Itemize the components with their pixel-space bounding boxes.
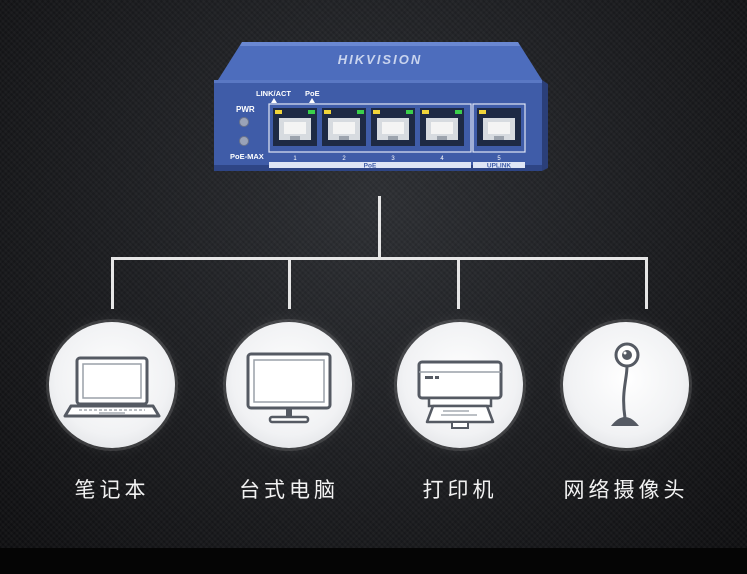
port-5-uplink[interactable]	[477, 108, 521, 146]
poe-max-led	[239, 136, 249, 146]
port-3[interactable]	[371, 108, 415, 146]
port-number-3: 3	[391, 156, 395, 162]
port-2[interactable]	[322, 108, 366, 146]
port-number-5: 5	[497, 156, 501, 162]
link-act-label: LINK/ACT	[256, 89, 291, 98]
desktop-monitor-icon	[246, 352, 332, 424]
port-number-2: 2	[342, 156, 346, 162]
device-label-webcam: 网络摄像头	[563, 478, 689, 502]
drop-line-laptop	[111, 257, 114, 309]
device-printer	[397, 322, 523, 448]
device-laptop	[49, 322, 175, 448]
port-4[interactable]	[420, 108, 464, 146]
poe-group-label: PoE	[364, 163, 377, 170]
poe-switch: HIKVISION PWR PoE-MAX LINK/ACT PoE	[212, 38, 548, 173]
drop-line-desktop	[288, 257, 291, 309]
port-number-1: 1	[293, 156, 297, 162]
brand-logo: HIKVISION	[338, 52, 422, 67]
uplink-group-bar	[473, 162, 525, 168]
trunk-line	[378, 196, 381, 260]
drop-line-printer	[457, 257, 460, 309]
branch-line	[111, 257, 648, 260]
device-label-desktop: 台式电脑	[239, 478, 339, 502]
poe-group-bar	[269, 162, 471, 168]
port-1[interactable]	[273, 108, 317, 146]
drop-line-webcam	[645, 257, 648, 309]
device-label-printer: 打印机	[422, 478, 498, 502]
bottom-band	[0, 548, 747, 574]
webcam-icon	[611, 342, 640, 426]
laptop-icon	[63, 356, 161, 418]
poe-max-label: PoE-MAX	[230, 152, 264, 161]
printer-icon	[417, 360, 503, 429]
device-desktop	[226, 322, 352, 448]
switch-top-panel	[218, 42, 542, 80]
poe-led-label: PoE	[305, 89, 320, 98]
pwr-led	[239, 117, 249, 127]
pwr-label: PWR	[236, 105, 255, 114]
uplink-group-label: UPLINK	[487, 163, 512, 170]
device-label-laptop: 笔记本	[74, 478, 150, 502]
port-number-4: 4	[440, 156, 444, 162]
device-webcam	[563, 322, 689, 448]
